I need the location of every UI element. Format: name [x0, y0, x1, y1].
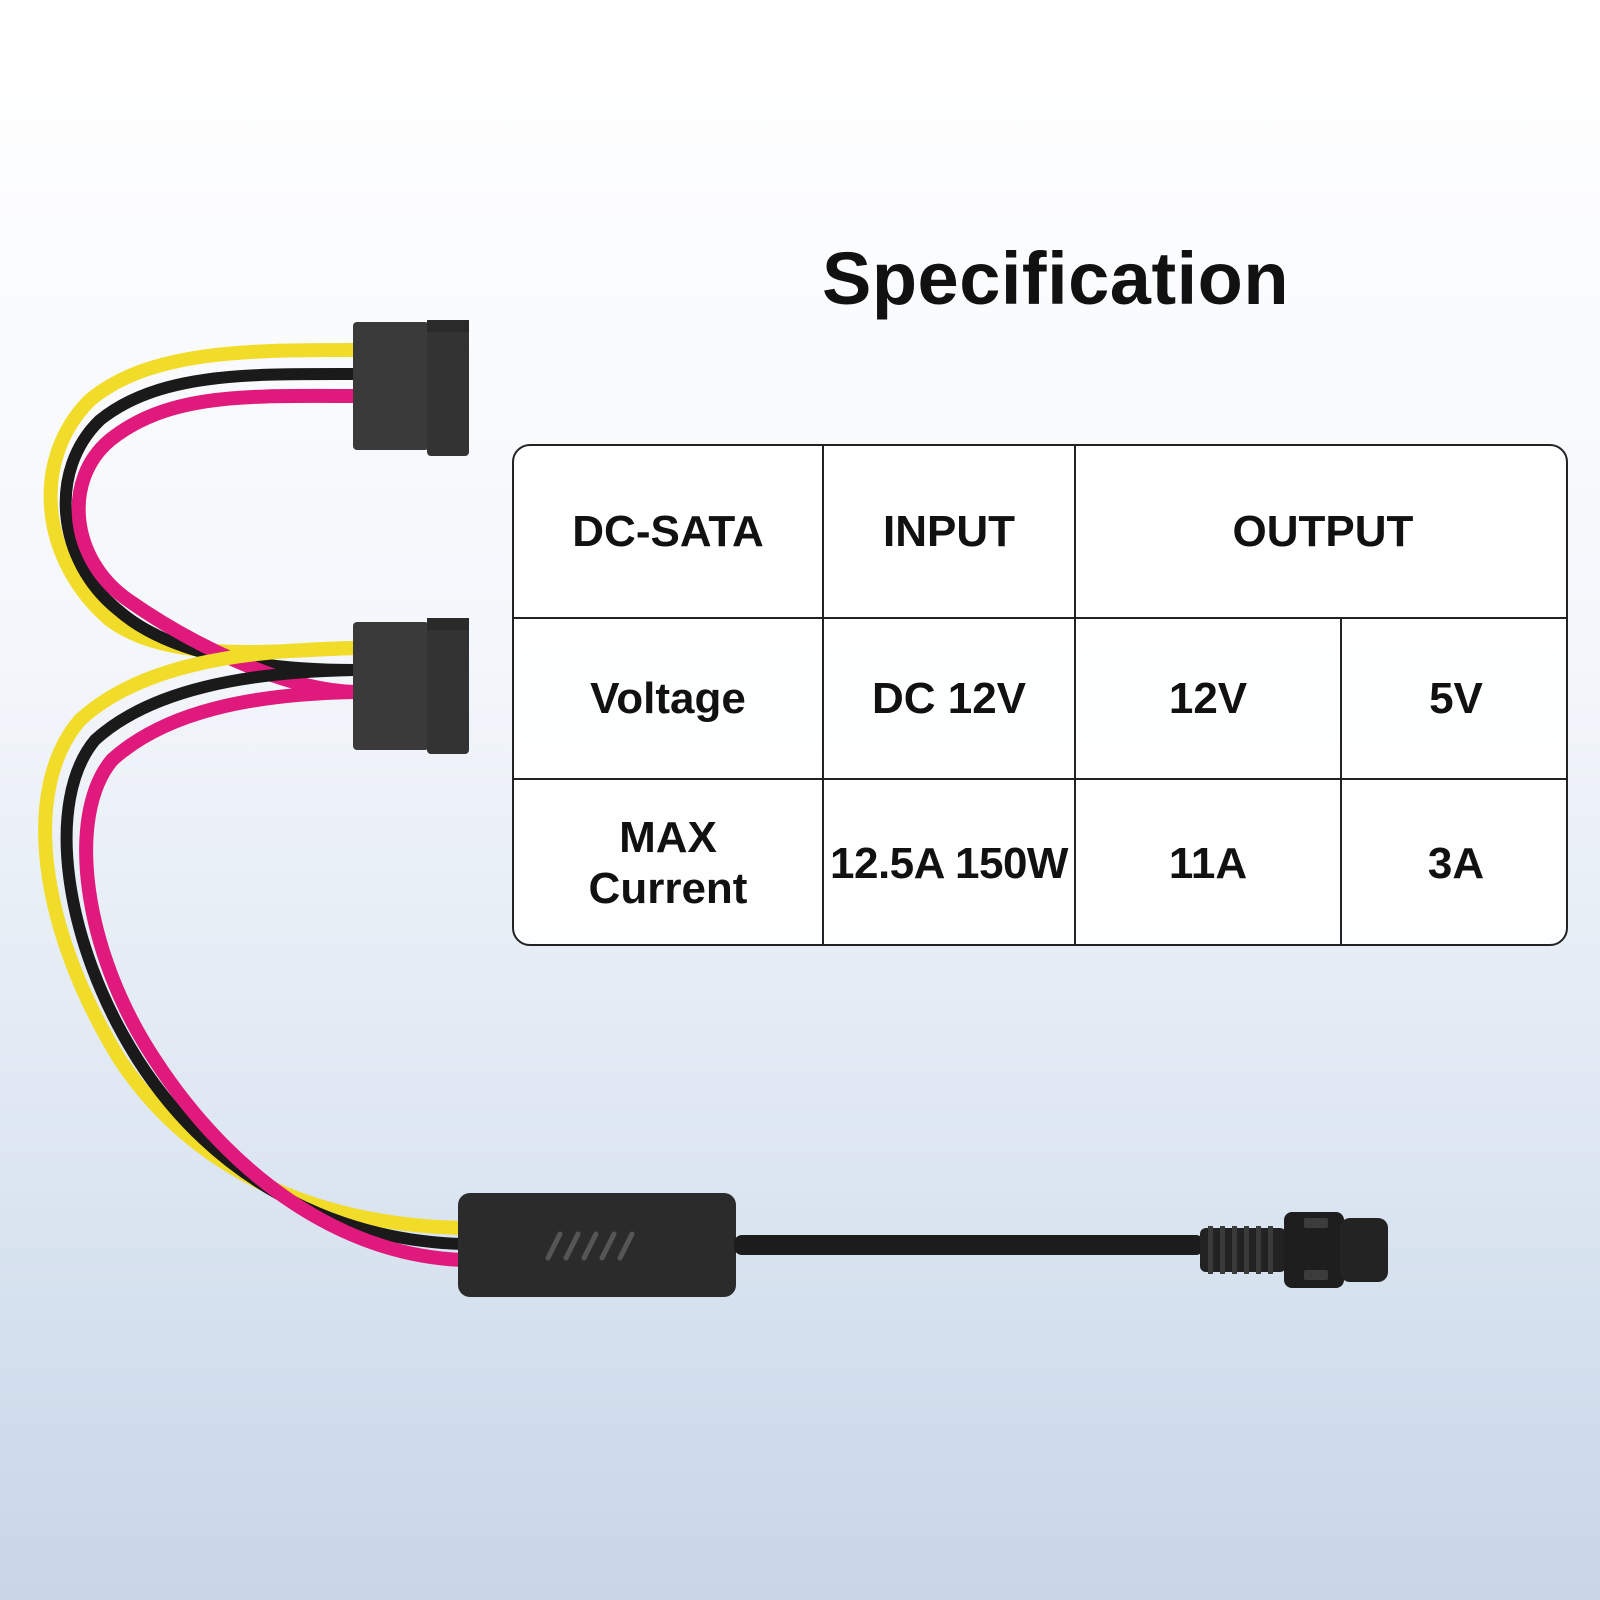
header-input: INPUT	[883, 506, 1015, 556]
row-current-label-line1: MAX	[619, 813, 717, 863]
sata-connector-bottom	[353, 618, 469, 754]
header-output: OUTPUT	[1232, 506, 1414, 556]
page-title: Specification	[822, 237, 1290, 320]
row-current-label-line2: Current	[588, 864, 748, 913]
row-current-output-12v: 11A	[1168, 838, 1248, 888]
upper-wire-bundle	[43, 343, 362, 699]
row-voltage-label: Voltage	[590, 673, 746, 723]
header-product: DC-SATA	[572, 506, 764, 556]
row-current-input: 12.5A 150W	[830, 838, 1068, 888]
row-current-output-5v: 3A	[1427, 838, 1485, 888]
row-voltage-input: DC 12V	[871, 673, 1027, 723]
dc-cable	[734, 1235, 1204, 1255]
row-voltage-output-12v: 12V	[1168, 673, 1248, 723]
converter-module	[458, 1193, 736, 1297]
sata-connector-top	[353, 320, 469, 456]
row-voltage-output-5v: 5V	[1429, 673, 1483, 723]
lower-wire-bundle	[38, 641, 469, 1267]
row-current-label: MAX Current	[514, 780, 822, 944]
dc-barrel-jack	[1200, 1212, 1388, 1288]
specification-table: DC-SATA INPUT OUTPUT Voltage DC 12V 12V …	[512, 444, 1568, 946]
vent-slots	[545, 1231, 635, 1261]
